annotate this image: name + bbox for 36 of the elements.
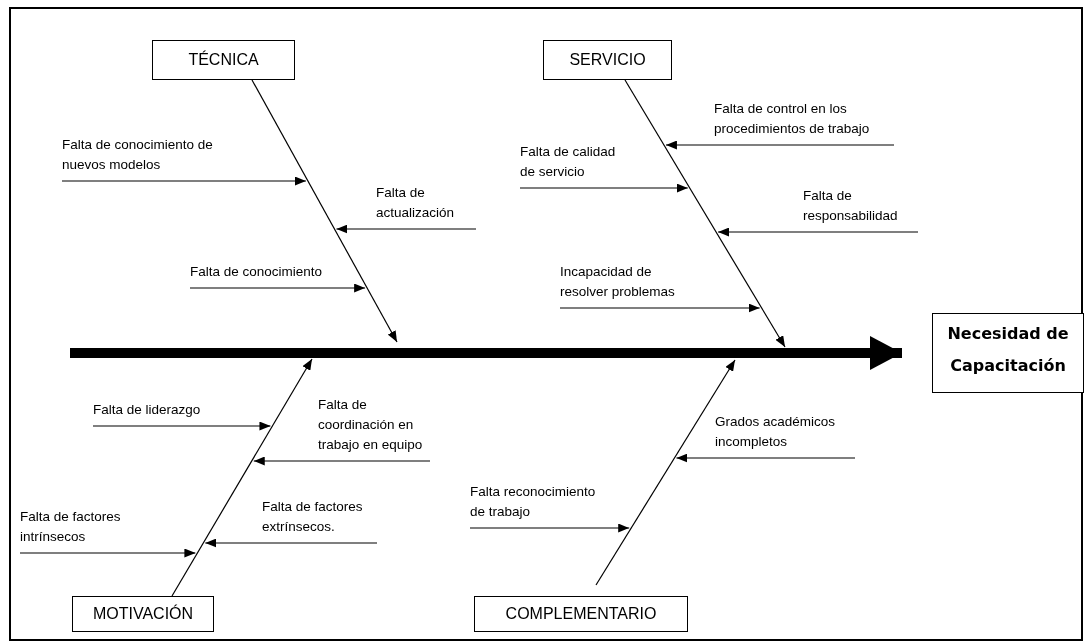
bone-arrow <box>251 79 398 343</box>
arrow <box>189 283 366 293</box>
bone-arrow <box>595 359 736 586</box>
cause-label: Falta de factores intrínsecos <box>20 507 140 547</box>
arrow <box>204 538 378 548</box>
cause-label: Falta de conocimiento <box>190 262 323 282</box>
cause-label: Falta de liderazgo <box>93 400 201 420</box>
cause-label: Falta de factores extrínsecos. <box>262 497 377 537</box>
cause-label: Grados académicos incompletos <box>715 412 855 452</box>
effect-box: Necesidad de Capacitación <box>932 313 1084 393</box>
arrow <box>519 183 689 193</box>
cause-label: Falta de responsabilidad <box>803 186 918 226</box>
arrow <box>717 227 919 237</box>
category-box: MOTIVACIÓN <box>72 596 214 632</box>
category-box: SERVICIO <box>543 40 672 80</box>
arrow <box>92 421 272 431</box>
arrow <box>335 224 477 234</box>
arrow <box>61 176 307 186</box>
arrow <box>675 453 856 463</box>
cause-label: Falta de conocimiento de nuevos modelos <box>62 135 222 175</box>
arrow <box>559 303 761 313</box>
cause-label: Incapacidad de resolver problemas <box>560 262 680 302</box>
category-box: TÉCNICA <box>152 40 295 80</box>
category-box: COMPLEMENTARIO <box>474 596 688 632</box>
arrow <box>19 548 196 558</box>
cause-label: Falta de control en los procedimientos de trabajo <box>714 99 894 139</box>
arrow <box>665 140 895 150</box>
cause-label: Falta de coordinación en trabajo en equipo <box>318 395 430 455</box>
bone-arrow <box>171 358 313 597</box>
arrow <box>469 523 630 533</box>
arrow <box>253 456 431 466</box>
cause-label: Falta reconocimiento de trabajo <box>470 482 600 522</box>
spine-arrow <box>70 336 902 370</box>
bone-arrow <box>624 79 786 348</box>
cause-label: Falta de actualización <box>376 183 476 223</box>
cause-label: Falta de calidad de servicio <box>520 142 625 182</box>
